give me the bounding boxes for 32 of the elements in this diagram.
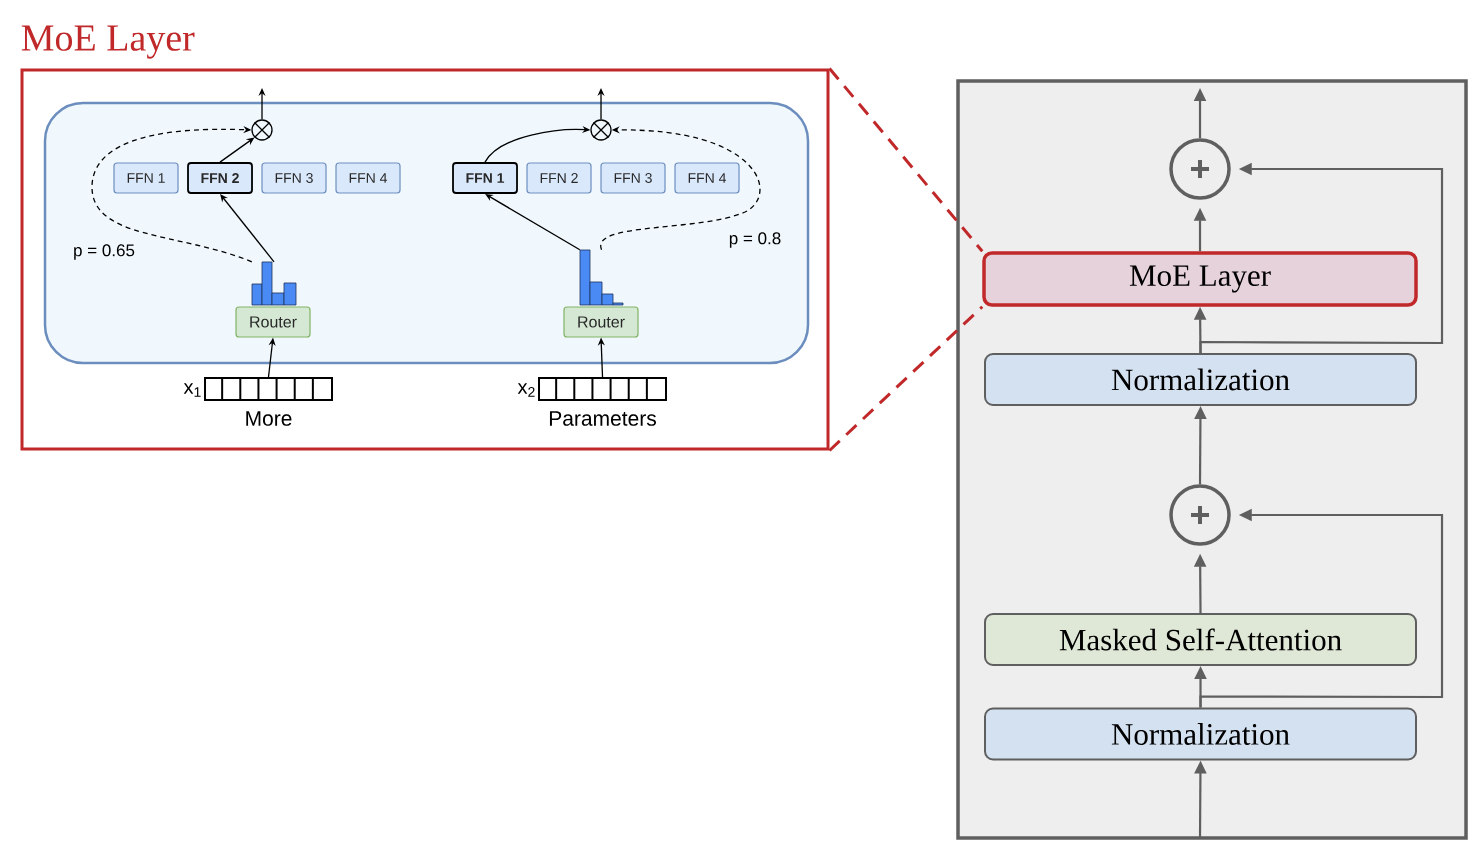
expert-box: FFN 1 xyxy=(113,162,179,194)
histogram-drawing xyxy=(251,261,297,306)
dashed-arrow xyxy=(91,126,253,263)
expert-box: FFN 4 xyxy=(674,162,740,194)
vector-label: x$_{1}$ xyxy=(183,383,201,397)
router-box: Router xyxy=(235,306,311,338)
expert-box: FFN 1 xyxy=(452,162,518,194)
add-circle xyxy=(1169,138,1231,200)
word-label: More xyxy=(246,411,292,426)
layer-box: Normalization xyxy=(984,707,1417,761)
add-circle xyxy=(1169,484,1231,546)
expert-box: FFN 2 xyxy=(187,162,253,194)
expert-box: FFN 2 xyxy=(526,162,592,194)
vector-label: x$_{2}$ xyxy=(517,383,535,397)
multiply-circle xyxy=(590,119,612,141)
expert-box: FFN 3 xyxy=(600,162,666,194)
node-label: MoE Layer xyxy=(21,25,195,59)
layer-box: Masked Self-Attention xyxy=(984,613,1417,666)
probability-label: p = 0.8 xyxy=(729,232,781,248)
probability-label: p = 0.65 xyxy=(74,244,135,260)
expert-box: FFN 4 xyxy=(335,162,401,194)
layer-box: MoE Layer xyxy=(982,251,1418,307)
layer-box: Normalization xyxy=(984,353,1417,406)
dashed-line xyxy=(828,67,984,253)
router-box: Router xyxy=(563,306,639,338)
word-label: Parameters xyxy=(549,411,656,426)
expert-box: FFN 3 xyxy=(261,162,327,194)
input-vector xyxy=(538,376,667,402)
histogram-drawing xyxy=(579,249,624,306)
dashed-line xyxy=(828,305,984,452)
input-vector xyxy=(204,376,333,402)
multiply-circle xyxy=(251,119,273,141)
